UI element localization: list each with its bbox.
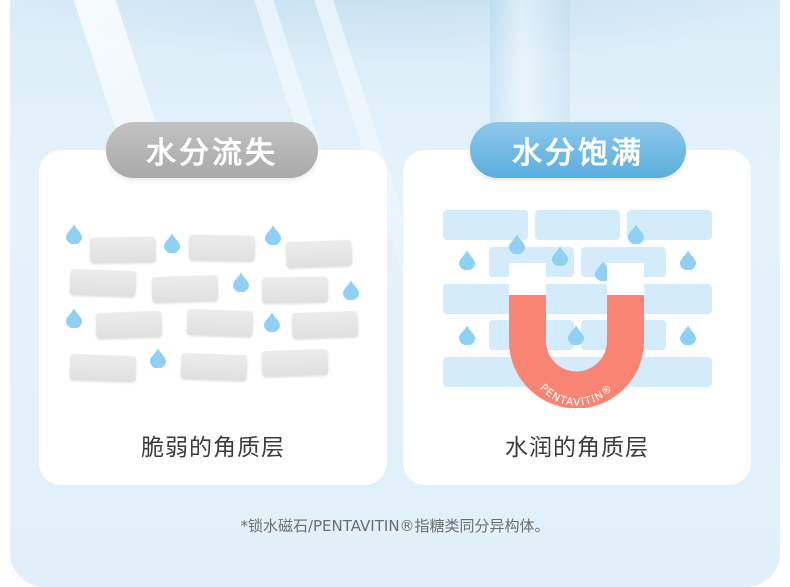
skin-cell-brick [285, 239, 353, 269]
water-drop-icon [459, 325, 475, 345]
water-drop-icon [680, 325, 696, 345]
water-drop-icon [343, 280, 359, 300]
water-loss-title: 水分流失 [106, 122, 318, 178]
skin-cell-brick [261, 348, 329, 378]
skin-cell-brick [89, 236, 157, 264]
water-drop-icon [552, 246, 568, 266]
water-drop-icon [509, 234, 525, 254]
water-drop-icon [150, 348, 166, 368]
water-drop-icon [66, 308, 82, 328]
water-drop-icon [233, 272, 249, 292]
skin-cell-brick [180, 352, 248, 382]
water-drop-icon [66, 224, 82, 244]
skin-cell-brick [95, 310, 163, 340]
water-drop-icon [459, 250, 475, 270]
dry-skin-caption: 脆弱的角质层 [141, 435, 285, 461]
water-full-title: 水分饱满 [470, 122, 686, 178]
skin-cell-brick [535, 210, 620, 240]
water-drop-icon [265, 225, 281, 245]
skin-cell-brick [69, 268, 137, 298]
water-drop-icon [568, 325, 584, 345]
footnote: *锁水磁石/PENTAVITIN®指糖类同分异构体。 [240, 517, 550, 535]
skin-cell-brick [188, 234, 256, 262]
skin-cell-brick [151, 274, 219, 304]
water-drop-icon [628, 224, 644, 244]
water-drop-icon [680, 250, 696, 270]
magnet-icon: PENTAVITIN® [509, 263, 644, 409]
skin-cell-brick [69, 353, 137, 383]
hydrated-skin-card [403, 150, 751, 485]
hydrated-skin-caption: 水润的角质层 [505, 435, 649, 461]
skin-cell-brick [186, 308, 254, 338]
skin-cell-brick [291, 310, 359, 340]
skin-cell-brick [443, 284, 712, 314]
water-drop-icon [264, 312, 280, 332]
skin-cell-brick [443, 210, 528, 240]
skin-cell-brick [261, 276, 329, 304]
water-drop-icon [164, 233, 180, 253]
